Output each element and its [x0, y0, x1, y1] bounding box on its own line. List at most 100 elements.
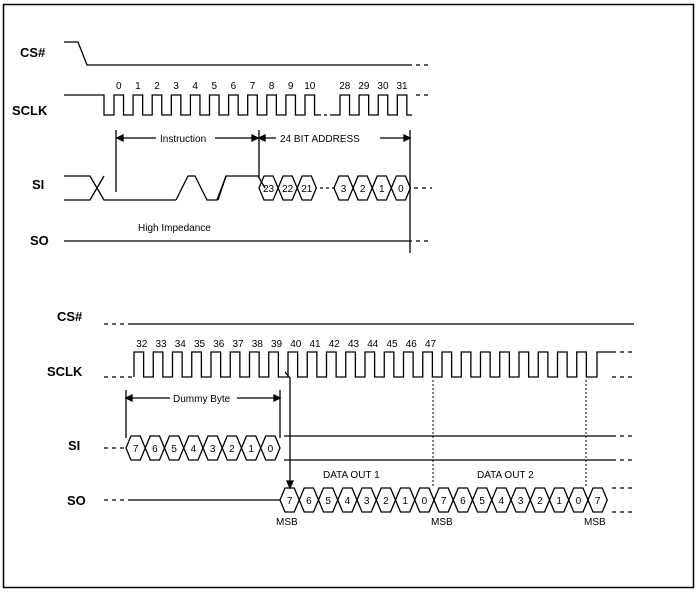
top-clock-number: 5 — [211, 81, 217, 92]
address-label: 24 BIT ADDRESS — [280, 134, 360, 145]
top-si-address-bit: 2 — [360, 184, 366, 195]
bottom-so-out1-bit: 5 — [325, 496, 331, 507]
dummy-byte-label: Dummy Byte — [173, 394, 231, 405]
bottom-so-end-dash — [612, 487, 634, 513]
bottom-clock-number: 33 — [156, 339, 168, 350]
bottom-clock-number: 46 — [406, 339, 418, 350]
high-impedance-label: High Impedance — [138, 223, 211, 234]
top-clock-number: 31 — [397, 81, 409, 92]
bottom-clock-number: 43 — [348, 339, 360, 350]
bottom-si-dummy-bit: 7 — [133, 444, 139, 455]
bottom-so-out2-bit: 7 — [441, 496, 447, 507]
top-si-address-cell — [296, 175, 318, 201]
top-so-label: SO — [30, 233, 49, 248]
bottom-si-hold — [284, 435, 612, 461]
top-si-wave — [64, 175, 266, 201]
top-clock-number: 29 — [358, 81, 370, 92]
top-si-address-bit: 21 — [301, 184, 313, 195]
bottom-si-dummy-bit: 2 — [229, 444, 235, 455]
top-clock-number: 30 — [377, 81, 389, 92]
bottom-si-dummy-bit: 6 — [152, 444, 158, 455]
top-clock-number: 0 — [116, 81, 122, 92]
bottom-clock-number: 44 — [367, 339, 379, 350]
bottom-si-dummy-cell — [260, 435, 281, 461]
top-clock-number: 2 — [154, 81, 160, 92]
top-clock-number: 3 — [173, 81, 179, 92]
top-si-address-cell — [390, 175, 412, 201]
bottom-so-out1-bit: 6 — [306, 496, 312, 507]
data-out-1-label: DATA OUT 1 — [323, 470, 380, 481]
top-clock-number: 9 — [288, 81, 294, 92]
bottom-so-data-bits: 7 6 5 4 3 2 1 0 7 6 5 4 3 2 1 0 7 — [279, 487, 608, 513]
top-si-address-bit: 0 — [398, 184, 404, 195]
bottom-so-out1-bit: 0 — [422, 496, 428, 507]
bottom-clock-number: 37 — [233, 339, 245, 350]
bottom-clock-number: 45 — [387, 339, 399, 350]
clk39-arrowhead — [286, 480, 294, 490]
bottom-clock-number: 39 — [271, 339, 283, 350]
bottom-so-out2-bit: 1 — [556, 496, 562, 507]
top-sclk-label: SCLK — [12, 103, 48, 118]
bottom-sclk-waveform — [133, 351, 612, 378]
top-si-address-bit: 23 — [263, 184, 275, 195]
bottom-so-out3-cell — [587, 487, 608, 513]
instruction-arrowheads — [115, 133, 260, 143]
top-clock-number: 10 — [304, 81, 316, 92]
top-si-address-bit: 22 — [282, 184, 294, 195]
top-clock-number: 6 — [231, 81, 237, 92]
bottom-so-out2-bit: 6 — [460, 496, 466, 507]
bottom-so-out3-bit: 7 — [595, 496, 601, 507]
bottom-clock-number: 36 — [213, 339, 225, 350]
top-cs-line — [64, 41, 412, 66]
bottom-si-dummy-bit: 1 — [248, 444, 254, 455]
diagram-frame — [2, 3, 695, 589]
top-clock-number: 7 — [250, 81, 256, 92]
bottom-si-dummy-bit: 5 — [171, 444, 177, 455]
bottom-cs-label: CS# — [57, 309, 83, 324]
bottom-clock-number: 47 — [425, 339, 437, 350]
bottom-si-dummy-bit: 4 — [191, 444, 197, 455]
bottom-si-label: SI — [68, 438, 80, 453]
msb-label-2: MSB — [431, 517, 453, 528]
top-sclk-waveform — [64, 94, 412, 116]
bottom-so-out2-bit: 0 — [576, 496, 582, 507]
clk39-arrow — [284, 371, 291, 488]
top-clock-number: 4 — [192, 81, 198, 92]
bottom-si-dummy-bit: 3 — [210, 444, 216, 455]
data-out-2-label: DATA OUT 2 — [477, 470, 534, 481]
bottom-clock-number: 32 — [136, 339, 148, 350]
bottom-si-end-dash — [612, 435, 634, 461]
bottom-clock-number: 34 — [175, 339, 187, 350]
top-clock-number: 8 — [269, 81, 275, 92]
dummy-arrowheads — [124, 393, 282, 403]
address-arrowheads — [257, 133, 412, 143]
bottom-sclk-label: SCLK — [47, 364, 83, 379]
bottom-clock-number: 35 — [194, 339, 206, 350]
top-si-address-bit: 3 — [341, 184, 347, 195]
bottom-clock-number: 38 — [252, 339, 264, 350]
bottom-clock-number: 40 — [290, 339, 302, 350]
bottom-so-out1-bit: 4 — [345, 496, 351, 507]
bottom-so-out2-bit: 3 — [518, 496, 524, 507]
top-si-label: SI — [32, 177, 44, 192]
top-clock-number: 1 — [135, 81, 141, 92]
top-si-lowline — [217, 175, 227, 201]
bottom-so-out1-bit: 1 — [402, 496, 408, 507]
top-si-address-bit: 1 — [379, 184, 385, 195]
bottom-so-out2-bit: 4 — [499, 496, 505, 507]
instruction-label: Instruction — [160, 134, 206, 145]
bottom-sclk-end-dash — [612, 351, 634, 378]
bottom-so-out2-bit: 2 — [537, 496, 543, 507]
bottom-si-dummy-bit: 0 — [268, 444, 274, 455]
bottom-so-out1-bit: 7 — [287, 496, 293, 507]
bottom-si-dummy-bits: 7 6 5 4 3 2 1 0 — [125, 435, 281, 461]
msb-label-3: MSB — [584, 517, 606, 528]
bottom-so-out2-bit: 5 — [479, 496, 485, 507]
bottom-so-out1-bit: 3 — [364, 496, 370, 507]
bottom-so-out1-bit: 2 — [383, 496, 389, 507]
